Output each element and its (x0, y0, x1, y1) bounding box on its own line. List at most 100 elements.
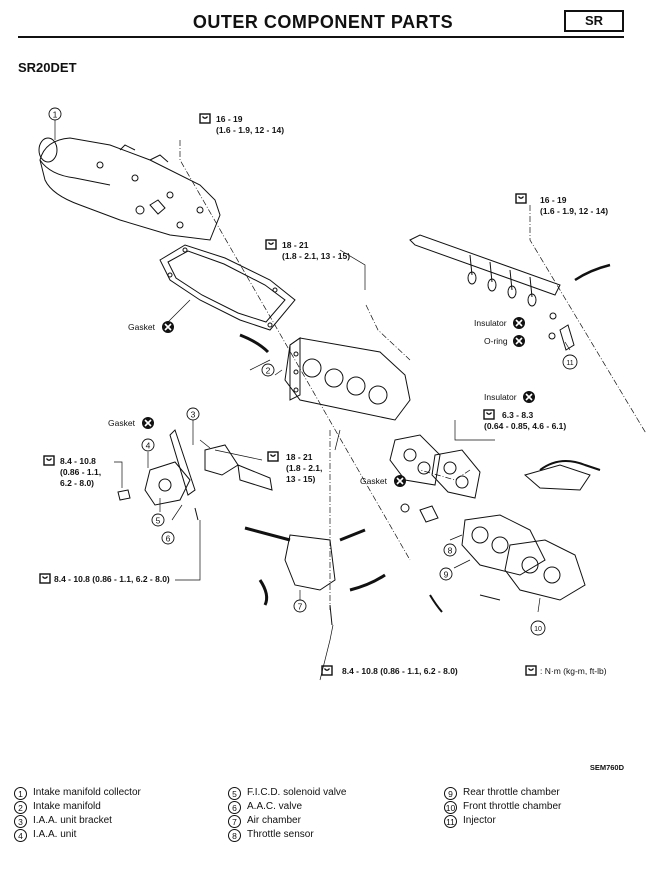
torque-range: (1.8 - 2.1, 13 - 15) (282, 251, 350, 261)
engine-model-title: SR20DET (18, 60, 77, 75)
torque-spec-4: 18 - 21 (1.8 - 2.1, 13 - 15) (267, 451, 322, 484)
legend-item: 11 Injector (444, 814, 561, 828)
legend-number: 10 (444, 800, 457, 814)
svg-text:8: 8 (448, 546, 453, 556)
callout-5: 5 (151, 513, 165, 527)
svg-text:10: 10 (534, 626, 542, 633)
legend-number: 7 (228, 814, 241, 828)
legend-item: 9 Rear throttle chamber (444, 786, 561, 800)
torque-value: 18 - 21 (282, 240, 309, 250)
non-reusable-icon (512, 316, 526, 330)
gasket-text: Gasket (108, 418, 136, 428)
torque-range: (1.6 - 1.9, 12 - 14) (216, 125, 284, 135)
legend-text: Intake manifold (33, 801, 101, 812)
torque-range-cont: 13 - 15) (286, 474, 315, 484)
svg-text:3: 3 (191, 410, 196, 420)
torque-spec-6: 8.4 - 10.8 (0.86 - 1.1, 6.2 - 8.0) (43, 455, 101, 488)
intake-manifold-collector-drawing (38, 137, 221, 241)
torque-range: (1.8 - 2.1, (286, 463, 322, 473)
torque-value: 18 - 21 (286, 452, 313, 462)
legend-item: 8 Throttle sensor (228, 828, 347, 842)
callout-circles: 1 2 3 4 5 6 7 8 9 10 11 (48, 107, 578, 636)
torque-range: (0.64 - 0.85, 4.6 - 6.1) (484, 421, 566, 431)
torque-spec-3: 18 - 21 (1.8 - 2.1, 13 - 15) (265, 239, 350, 261)
page-title: OUTER COMPONENT PARTS (192, 12, 454, 32)
legend-column-3: 9 Rear throttle chamber 10 Front throttle … (444, 786, 561, 828)
collector-gasket-drawing (159, 244, 296, 331)
legend-text: I.A.A. unit (33, 829, 77, 840)
callout-10: 10 (530, 620, 546, 636)
torque-wrench-icon (43, 455, 55, 466)
torque-wrench-icon (265, 239, 277, 250)
torque-wrench-icon (515, 193, 527, 204)
air-chamber-drawing (244, 526, 386, 626)
svg-text:6: 6 (166, 534, 171, 544)
throttle-chambers-drawing (400, 460, 601, 613)
insulator-label-2: Insulator (484, 390, 536, 404)
torque-range: (0.86 - 1.1, (60, 467, 101, 477)
callout-7: 7 (293, 599, 307, 613)
torque-range-cont: 6.2 - 8.0) (60, 478, 94, 488)
fuel-rail-drawing (409, 234, 611, 351)
torque-value: 16 - 19 (540, 195, 567, 205)
callout-9: 9 (439, 567, 453, 581)
torque-spec-5: 6.3 - 8.3 (0.64 - 0.85, 4.6 - 6.1) (483, 409, 566, 431)
svg-text:7: 7 (298, 602, 303, 612)
iaa-unit-drawing (117, 429, 273, 521)
legend-number: 9 (444, 786, 457, 800)
legend-text: Throttle sensor (247, 829, 314, 840)
leader-lines (54, 120, 646, 681)
units-label: : N·m (kg-m, ft-lb) (540, 666, 607, 676)
legend-text: Intake manifold collector (33, 787, 141, 798)
callout-1: 1 (48, 107, 62, 121)
legend-text: Rear throttle chamber (463, 787, 560, 798)
callout-11: 11 (562, 354, 578, 370)
intake-manifold-drawing (239, 333, 411, 421)
svg-text:5: 5 (156, 516, 161, 526)
gasket-text: Gasket (360, 476, 388, 486)
torque-value: 6.3 - 8.3 (502, 410, 533, 420)
legend-text: A.A.C. valve (247, 801, 303, 812)
torque-wrench-icon (39, 573, 51, 584)
insulator-text: Insulator (484, 392, 517, 402)
legend-text: I.A.A. unit bracket (33, 815, 112, 826)
gasket-text: Gasket (128, 322, 156, 332)
throttle-gaskets-drawing (389, 434, 481, 499)
o-ring-label: O-ring (484, 334, 526, 348)
legend-number: 11 (444, 814, 457, 828)
legend-text: Air chamber (247, 815, 301, 826)
torque-spec-7: 8.4 - 10.8 (0.86 - 1.1, 6.2 - 8.0) (39, 573, 170, 584)
header-rule (18, 36, 624, 38)
torque-value: 8.4 - 10.8 (60, 456, 96, 466)
torque-wrench-icon (267, 451, 279, 462)
non-reusable-icon (141, 416, 155, 430)
svg-text:1: 1 (53, 110, 58, 120)
legend-text: Front throttle chamber (463, 801, 562, 812)
legend-number: 6 (228, 800, 241, 814)
callout-2: 2 (261, 363, 275, 377)
legend-item: 10 Front throttle chamber (444, 800, 561, 814)
insulator-text: Insulator (474, 318, 507, 328)
legend-number: 8 (228, 828, 241, 842)
svg-text:9: 9 (444, 570, 449, 580)
legend-text: F.I.C.D. solenoid valve (247, 787, 347, 798)
callout-6: 6 (161, 531, 175, 545)
torque-spec-2: 16 - 19 (1.6 - 1.9, 12 - 14) (515, 193, 608, 216)
o-ring-text: O-ring (484, 336, 508, 346)
legend-text: Injector (463, 815, 496, 826)
torque-spec-1: 16 - 19 (1.6 - 1.9, 12 - 14) (199, 113, 284, 135)
svg-text:4: 4 (146, 441, 151, 451)
insulator-label-1: Insulator (474, 316, 526, 330)
torque-spec-8: 8.4 - 10.8 (0.86 - 1.1, 6.2 - 8.0) (321, 665, 458, 676)
gasket-label-1: Gasket (128, 320, 175, 334)
non-reusable-icon (512, 334, 526, 348)
torque-value: 8.4 - 10.8 (0.86 - 1.1, 6.2 - 8.0) (342, 666, 458, 676)
non-reusable-icon (161, 320, 175, 334)
torque-wrench-icon (199, 113, 211, 124)
